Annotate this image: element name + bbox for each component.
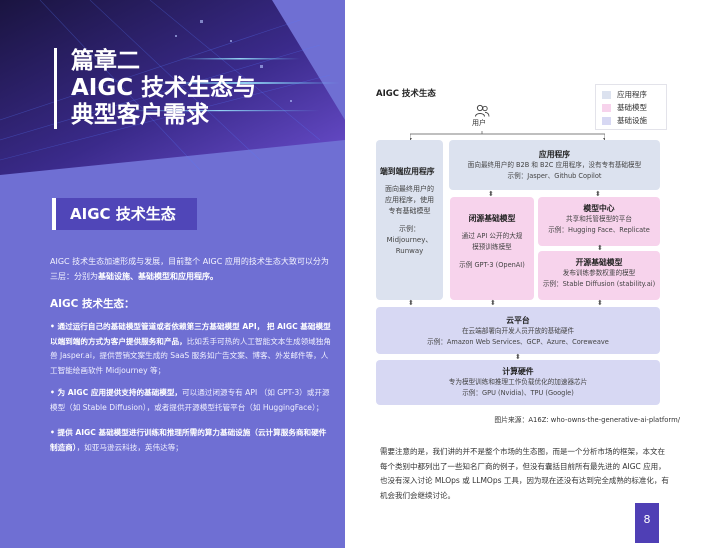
block-example: 示例 GPT-3 (OpenAI) [459, 261, 525, 269]
block-title: 开源基础模型 [575, 258, 623, 267]
block-desc: 面向最终用户的 [385, 185, 434, 193]
users-icon [475, 104, 490, 117]
block-applications: 应用程序 面向最终用户的 B2B 和 B2C 应用程序，没有专有基础模型 示例：… [449, 140, 660, 190]
block-title: 模型中心 [583, 204, 615, 213]
legend-label: 应用程序 [617, 90, 647, 99]
arrow-icon: ⬍ [595, 190, 601, 198]
arrow-icon: ⬍ [515, 353, 521, 361]
block-example: 示例： [399, 225, 420, 233]
block-example: 示例：Jasper、Github Copilot [507, 172, 602, 180]
arrow-icon: ⬍ [488, 190, 494, 198]
arrow-icon: ⬍ [408, 299, 414, 307]
legend-swatch [602, 116, 611, 125]
legend-label: 基础设施 [617, 116, 647, 125]
block-desc: 面向最终用户的 B2B 和 B2C 应用程序，没有专有基础模型 [467, 161, 642, 169]
bullet-bold: • 为 AIGC 应用提供支持的基础模型， [50, 388, 183, 397]
block-open-models: 开源基础模型 发布训练参数权重的模型 示例：Stable Diffusion (… [538, 251, 660, 300]
chapter-number: 篇章二 [71, 48, 140, 74]
arrow-icon: ⬍ [490, 299, 496, 307]
legend-swatch [602, 103, 611, 112]
intro-bold: 基础设施、基础模型和应用程序。 [98, 272, 218, 281]
block-title: 端到端应用程序 [380, 167, 435, 176]
legend-label: 基础模型 [617, 103, 647, 112]
bullet-bold: • 通过运行自己的基础模型管道或者依赖第三方基础模型 API， 把 AIGC 基… [50, 322, 331, 346]
block-example: 示例：Amazon Web Services、GCP、Azure、Corewea… [427, 338, 609, 346]
block-title: 闭源基础模型 [468, 214, 516, 223]
block-desc: 在云端部署向开发人员开放的基础硬件 [461, 327, 575, 335]
block-desc: 发布训练参数权重的模型 [562, 269, 636, 277]
block-model-hub: 模型中心 共享和托管模型的平台 示例：Hugging Face、Replicat… [538, 197, 660, 246]
chapter-title-line2: 典型客户需求 [71, 102, 209, 128]
bullet-bold: • 提供 AIGC 基础模型进行训练和推理所需的算力基础设施（云计算服务商和硬件… [50, 428, 327, 452]
diagram-legend: 应用程序 基础模型 基础设施 [595, 84, 667, 130]
block-desc: 通过 API 公开的大规 [461, 232, 523, 240]
block-example: 示例：GPU (Nvidia)、TPU (Google) [462, 389, 574, 397]
bullet-item: • 提供 AIGC 基础模型进行训练和推理所需的算力基础设施（云计算服务商和硬件… [50, 426, 332, 455]
bullet-text: ，如亚马逊云科技，英伟达等； [76, 442, 183, 452]
bullet-item: • 为 AIGC 应用提供支持的基础模型，可以通过闭源专有 API （如 GPT… [50, 386, 332, 415]
block-end-to-end-apps: 端到端应用程序 面向最终用户的 应用程序，使用 专有基础模型 示例： Midjo… [376, 140, 443, 300]
section-title: AIGC 技术生态 [52, 198, 197, 230]
diagram-title: AIGC 技术生态 [376, 89, 436, 99]
legend-swatch [602, 90, 611, 99]
block-desc: 应用程序，使用 [385, 196, 434, 204]
legend-item: 应用程序 [602, 88, 660, 101]
block-closed-models: 闭源基础模型 通过 API 公开的大规 模预训练模型 示例 GPT-3 (Ope… [450, 197, 534, 300]
block-title: 计算硬件 [502, 367, 534, 376]
block-example: Runway [395, 247, 424, 255]
intro-text: AIGC 技术生态加速形成与发展，目前整个 AIGC 应用的技术生态大致可以分为… [50, 257, 329, 281]
block-cloud-platforms: 云平台 在云端部署向开发人员开放的基础硬件 示例：Amazon Web Serv… [376, 307, 660, 354]
bullet-item: • 通过运行自己的基础模型管道或者依赖第三方基础模型 API， 把 AIGC 基… [50, 320, 332, 378]
block-example: Midjourney、 [386, 236, 433, 244]
legend-item: 基础设施 [602, 114, 660, 127]
body-paragraph: 需要注意的是，我们讲的并不是整个市场的生态图，而是一个分析市场的框架，本文在每个… [380, 447, 669, 500]
block-desc: 专有基础模型 [388, 207, 431, 215]
bullet-text: 可以通过闭源专有 API （如 GPT-3）或开源模型（如 Stable Dif… [50, 388, 330, 412]
block-title: 云平台 [506, 316, 530, 325]
block-example: 示例：Stable Diffusion (stability.ai) [542, 280, 656, 288]
intro-paragraph: AIGC 技术生态加速形成与发展，目前整个 AIGC 应用的技术生态大致可以分为… [50, 254, 332, 284]
chapter-heading: 篇章二 AIGC 技术生态与 典型客户需求 [54, 48, 256, 129]
legend-item: 基础模型 [602, 101, 660, 114]
chapter-title-line1: AIGC 技术生态与 [71, 75, 257, 101]
block-desc: 模预训练模型 [472, 243, 512, 251]
image-source: 图片来源：A16Z: who-owns-the-generative-ai-pl… [494, 416, 680, 424]
left-panel: 篇章二 AIGC 技术生态与 典型客户需求 AIGC 技术生态 AIGC 技术生… [0, 0, 345, 548]
block-example: 示例：Hugging Face、Replicate [548, 226, 650, 234]
arrow-icon: ⬍ [597, 299, 603, 307]
arrow-icon: ⬍ [597, 244, 603, 252]
block-desc: 共享和托管模型的平台 [566, 215, 632, 223]
page-number: 8 [635, 503, 659, 543]
cover-background-image [0, 0, 345, 175]
block-desc: 专为模型训练和推理工作负载优化的加速器芯片 [448, 378, 588, 386]
user-label: 用户 [472, 119, 486, 127]
block-compute-hardware: 计算硬件 专为模型训练和推理工作负载优化的加速器芯片 示例：GPU (Nvidi… [376, 360, 660, 405]
bullet-text: 比如丢手可热的人工智能文本生成领域独角兽 Jasper.ai，提供营销文案生成的… [50, 336, 331, 375]
subheading: AIGC 技术生态： [50, 298, 135, 310]
block-title: 应用程序 [538, 150, 571, 159]
